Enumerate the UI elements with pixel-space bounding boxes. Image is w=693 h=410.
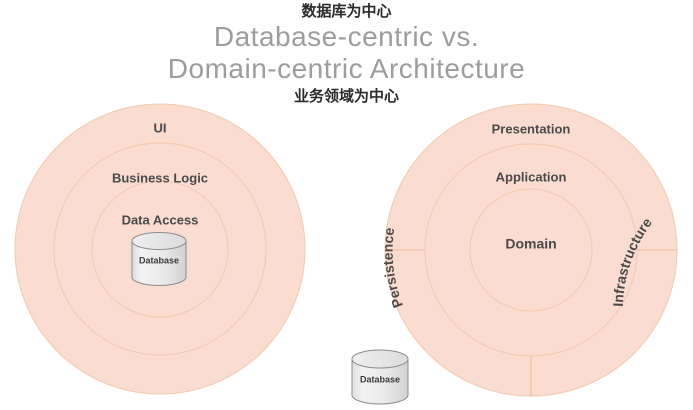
ring-domain[interactable] — [469, 188, 593, 312]
database-cylinder-standalone[interactable]: Database — [351, 349, 409, 405]
ring-label-ui: UI — [154, 120, 167, 135]
ring-label-domain: Domain — [505, 236, 556, 252]
cylinder-top — [131, 232, 187, 250]
diagram-domain-centric: Presentation Application Domain Persiste… — [380, 103, 678, 397]
page-title-line1: Database-centric vs. — [213, 21, 480, 52]
ring-label-business-logic: Business Logic — [112, 170, 208, 185]
database-cylinder-label: Database — [360, 374, 400, 384]
annotation-domain-centric: 业务领域为中心 — [293, 88, 399, 105]
cylinder-body — [131, 240, 187, 286]
cylinder-body — [351, 358, 409, 405]
database-cylinder-label: Database — [139, 255, 179, 265]
diagram-database-centric: UI Business Logic Data Access Database — [14, 103, 306, 395]
ring-label-presentation: Presentation — [492, 121, 571, 136]
page-title-line2: Domain-centric Architecture — [167, 53, 526, 84]
cylinder-top — [351, 349, 409, 369]
ring-label-application: Application — [496, 169, 567, 184]
database-cylinder-left[interactable]: Database — [131, 232, 187, 286]
annotation-database-centric: 数据库为中心 — [301, 3, 392, 20]
ring-label-data-access: Data Access — [122, 212, 199, 227]
diagram-header: 数据库为中心 Database-centric vs. Domain-centr… — [0, 0, 693, 106]
